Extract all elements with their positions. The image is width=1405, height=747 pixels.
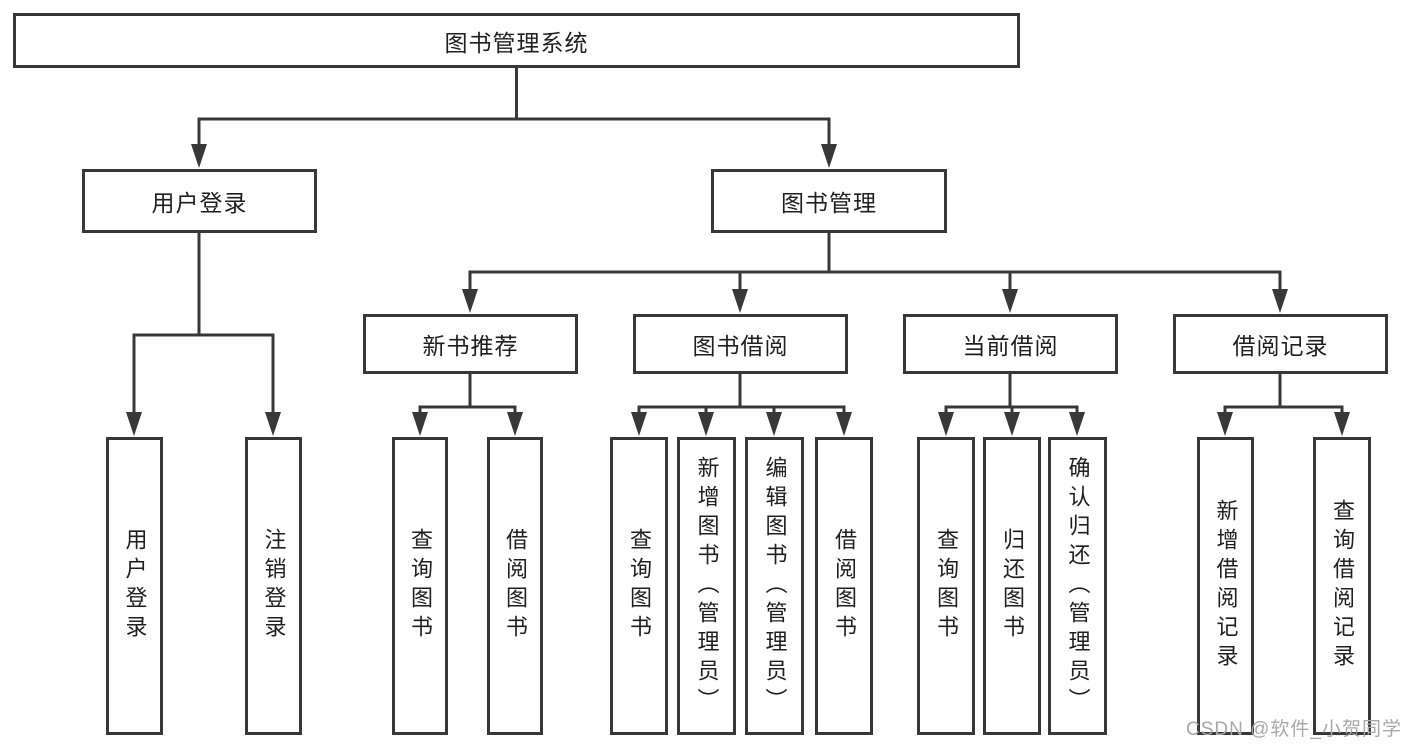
node-borrow-records-label: 借阅记录	[1232, 333, 1329, 359]
leaf-cb-return-books-label: 归还图书	[1000, 528, 1025, 644]
leaf-br-query-record-label: 查询借阅记录	[1330, 499, 1355, 673]
node-book-borrow-label: 图书借阅	[692, 333, 789, 359]
leaf-bb-edit-books-admin: 编辑图书（管理员）	[745, 437, 804, 735]
node-root-label: 图书管理系统	[444, 29, 589, 56]
leaf-nb-borrow-books-label: 借阅图书	[503, 528, 528, 644]
leaf-logout: 注销登录	[245, 437, 302, 735]
node-borrow-records: 借阅记录	[1173, 314, 1388, 374]
leaf-cb-query-books: 查询图书	[917, 437, 975, 735]
leaf-cb-return-books: 归还图书	[983, 437, 1041, 735]
leaf-cb-query-books-label: 查询图书	[934, 528, 959, 644]
node-book-borrow: 图书借阅	[633, 314, 848, 374]
node-new-book-recommend: 新书推荐	[363, 314, 578, 374]
leaf-user-login: 用户登录	[106, 437, 163, 735]
leaf-logout-label: 注销登录	[261, 528, 287, 644]
leaf-bb-borrow-books: 借阅图书	[815, 437, 873, 735]
node-root: 图书管理系统	[13, 13, 1020, 68]
leaf-br-add-record: 新增借阅记录	[1197, 437, 1254, 735]
leaf-bb-add-books-admin: 新增图书（管理员）	[677, 437, 736, 735]
leaf-nb-borrow-books: 借阅图书	[487, 437, 543, 735]
node-new-book-recommend-label: 新书推荐	[422, 333, 519, 359]
leaf-br-query-record: 查询借阅记录	[1313, 437, 1371, 735]
node-current-borrow: 当前借阅	[903, 314, 1118, 374]
leaf-bb-edit-books-admin-label: 编辑图书（管理员）	[762, 455, 788, 717]
leaf-nb-query-books-label: 查询图书	[408, 528, 433, 644]
leaf-bb-borrow-books-label: 借阅图书	[832, 528, 857, 644]
leaf-bb-query-books: 查询图书	[610, 437, 668, 735]
node-user-login: 用户登录	[82, 169, 317, 233]
leaf-bb-add-books-admin-label: 新增图书（管理员）	[694, 455, 720, 717]
node-user-login-label: 用户登录	[151, 190, 248, 216]
leaf-bb-query-books-label: 查询图书	[627, 528, 652, 644]
leaf-nb-query-books: 查询图书	[392, 437, 448, 735]
node-current-borrow-label: 当前借阅	[962, 333, 1059, 359]
leaf-cb-confirm-return-admin-label: 确认归还（管理员）	[1065, 455, 1091, 717]
node-book-management: 图书管理	[711, 169, 947, 233]
leaf-user-login-label: 用户登录	[122, 528, 148, 644]
node-book-management-label: 图书管理	[781, 190, 877, 216]
leaf-cb-confirm-return-admin: 确认归还（管理员）	[1048, 437, 1107, 735]
arrowheads	[126, 144, 1350, 436]
watermark-text: CSDN @软件_小贺同学	[1186, 719, 1402, 740]
leaf-br-add-record-label: 新增借阅记录	[1213, 499, 1239, 673]
